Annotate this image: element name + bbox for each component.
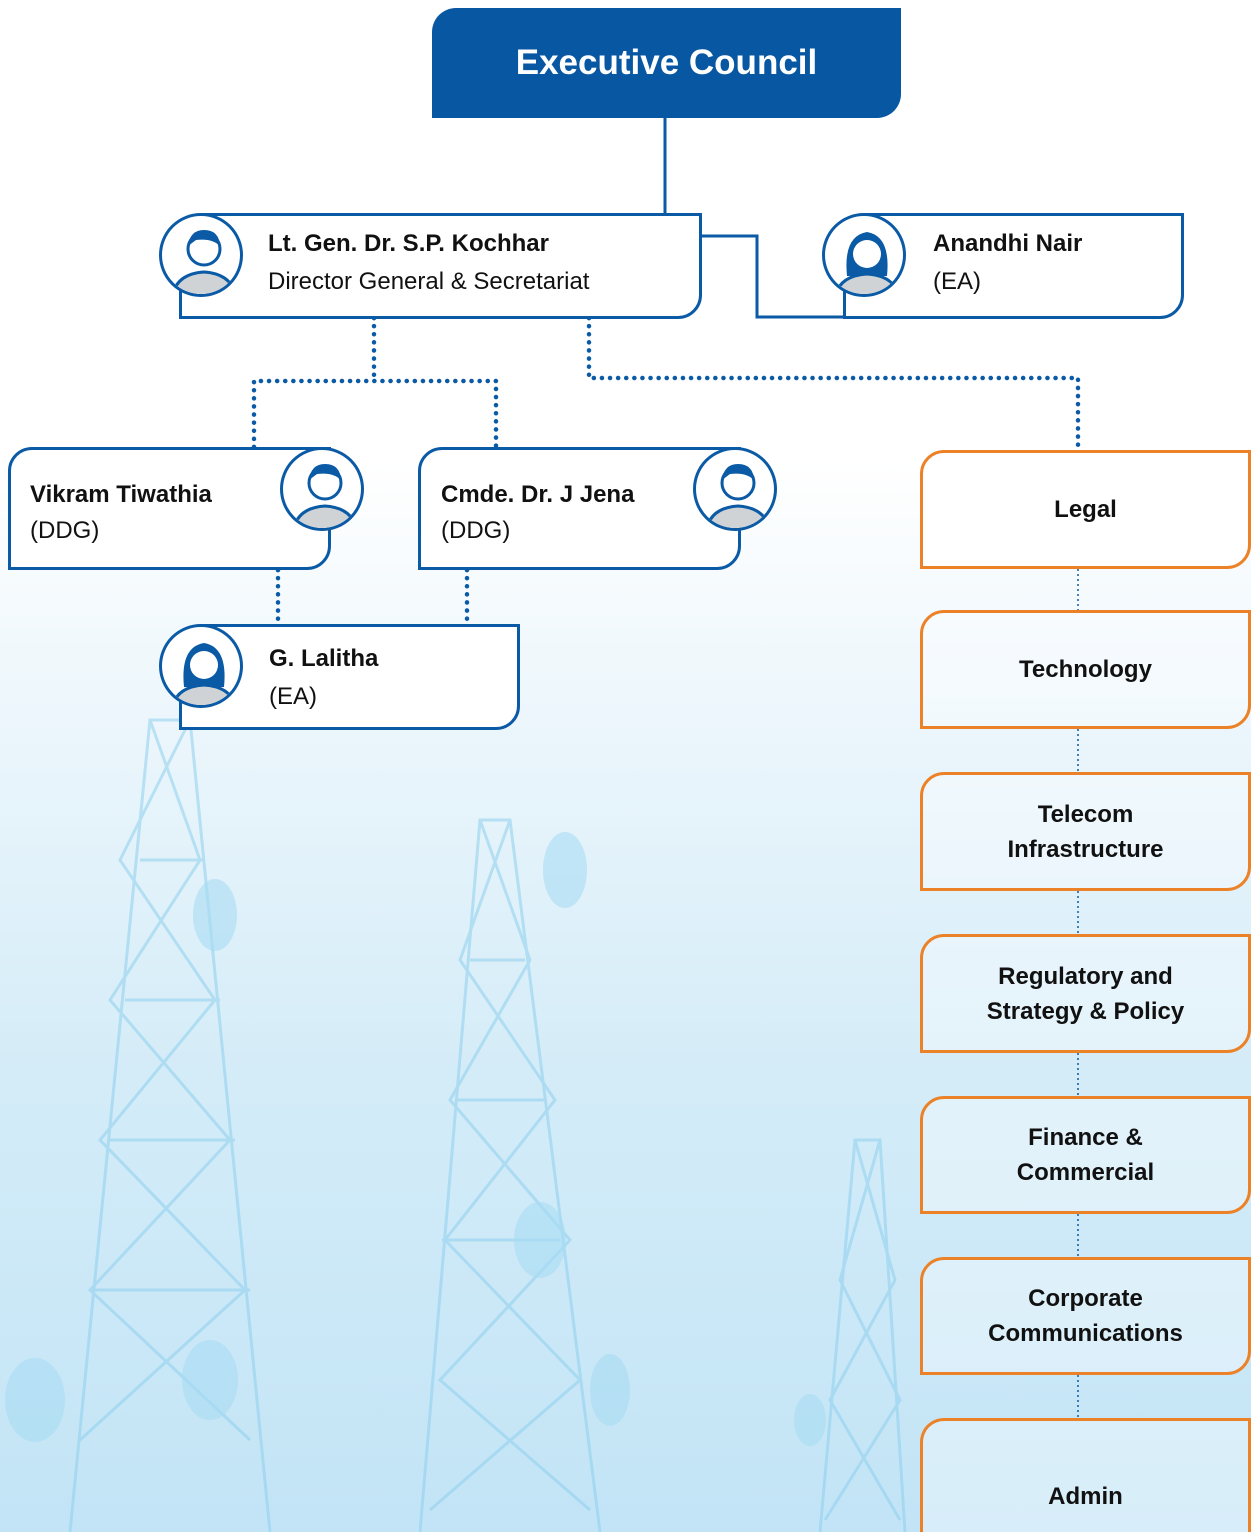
director-general-name: Lt. Gen. Dr. S.P. Kochhar	[268, 230, 549, 257]
department-label: Telecom Infrastructure	[1007, 800, 1164, 863]
department-telecom-infrastructure: Telecom Infrastructure	[920, 772, 1251, 891]
ddg-jena-role: (DDG)	[441, 517, 511, 544]
department-label: Legal	[1054, 496, 1117, 523]
department-regulatory-strategy-policy: Regulatory and Strategy & Policy	[920, 934, 1251, 1053]
ea-lalitha-name: G. Lalitha	[269, 645, 379, 672]
department-label: Corporate Communications	[988, 1285, 1183, 1347]
ddg-vikram-name: Vikram Tiwathia	[30, 481, 212, 508]
female-avatar-icon	[822, 213, 906, 297]
executive-council-title: Executive Council	[515, 43, 818, 82]
department-admin: Admin	[920, 1418, 1251, 1532]
ddg-jena-card: Cmde. Dr. J Jena (DDG)	[418, 447, 741, 570]
ea-anandhi-role: (EA)	[933, 268, 981, 295]
ea-lalitha-role: (EA)	[269, 683, 317, 710]
department-label: Technology	[1019, 656, 1152, 683]
department-label: Regulatory and Strategy & Policy	[986, 962, 1185, 1025]
director-general-role: Director General & Secretariat	[268, 268, 590, 295]
male-avatar-icon	[693, 447, 777, 531]
male-avatar-icon	[159, 213, 243, 297]
department-label: Admin	[1048, 1483, 1123, 1510]
ddg-jena-name: Cmde. Dr. J Jena	[441, 481, 635, 508]
male-avatar-icon	[280, 447, 364, 531]
female-avatar-icon	[159, 624, 243, 708]
ea-anandhi-name: Anandhi Nair	[933, 230, 1083, 257]
ddg-vikram-role: (DDG)	[30, 517, 100, 544]
department-legal: Legal	[920, 450, 1251, 569]
department-technology: Technology	[920, 610, 1251, 729]
ddg-vikram-card: Vikram Tiwathia (DDG)	[8, 447, 331, 570]
department-label: Finance & Commercial	[1016, 1124, 1155, 1186]
director-general-card: Lt. Gen. Dr. S.P. Kochhar Director Gener…	[179, 213, 702, 319]
executive-council-box: Executive Council	[432, 8, 901, 118]
department-corporate-communications: Corporate Communications	[920, 1257, 1251, 1375]
department-finance-commercial: Finance & Commercial	[920, 1096, 1251, 1214]
